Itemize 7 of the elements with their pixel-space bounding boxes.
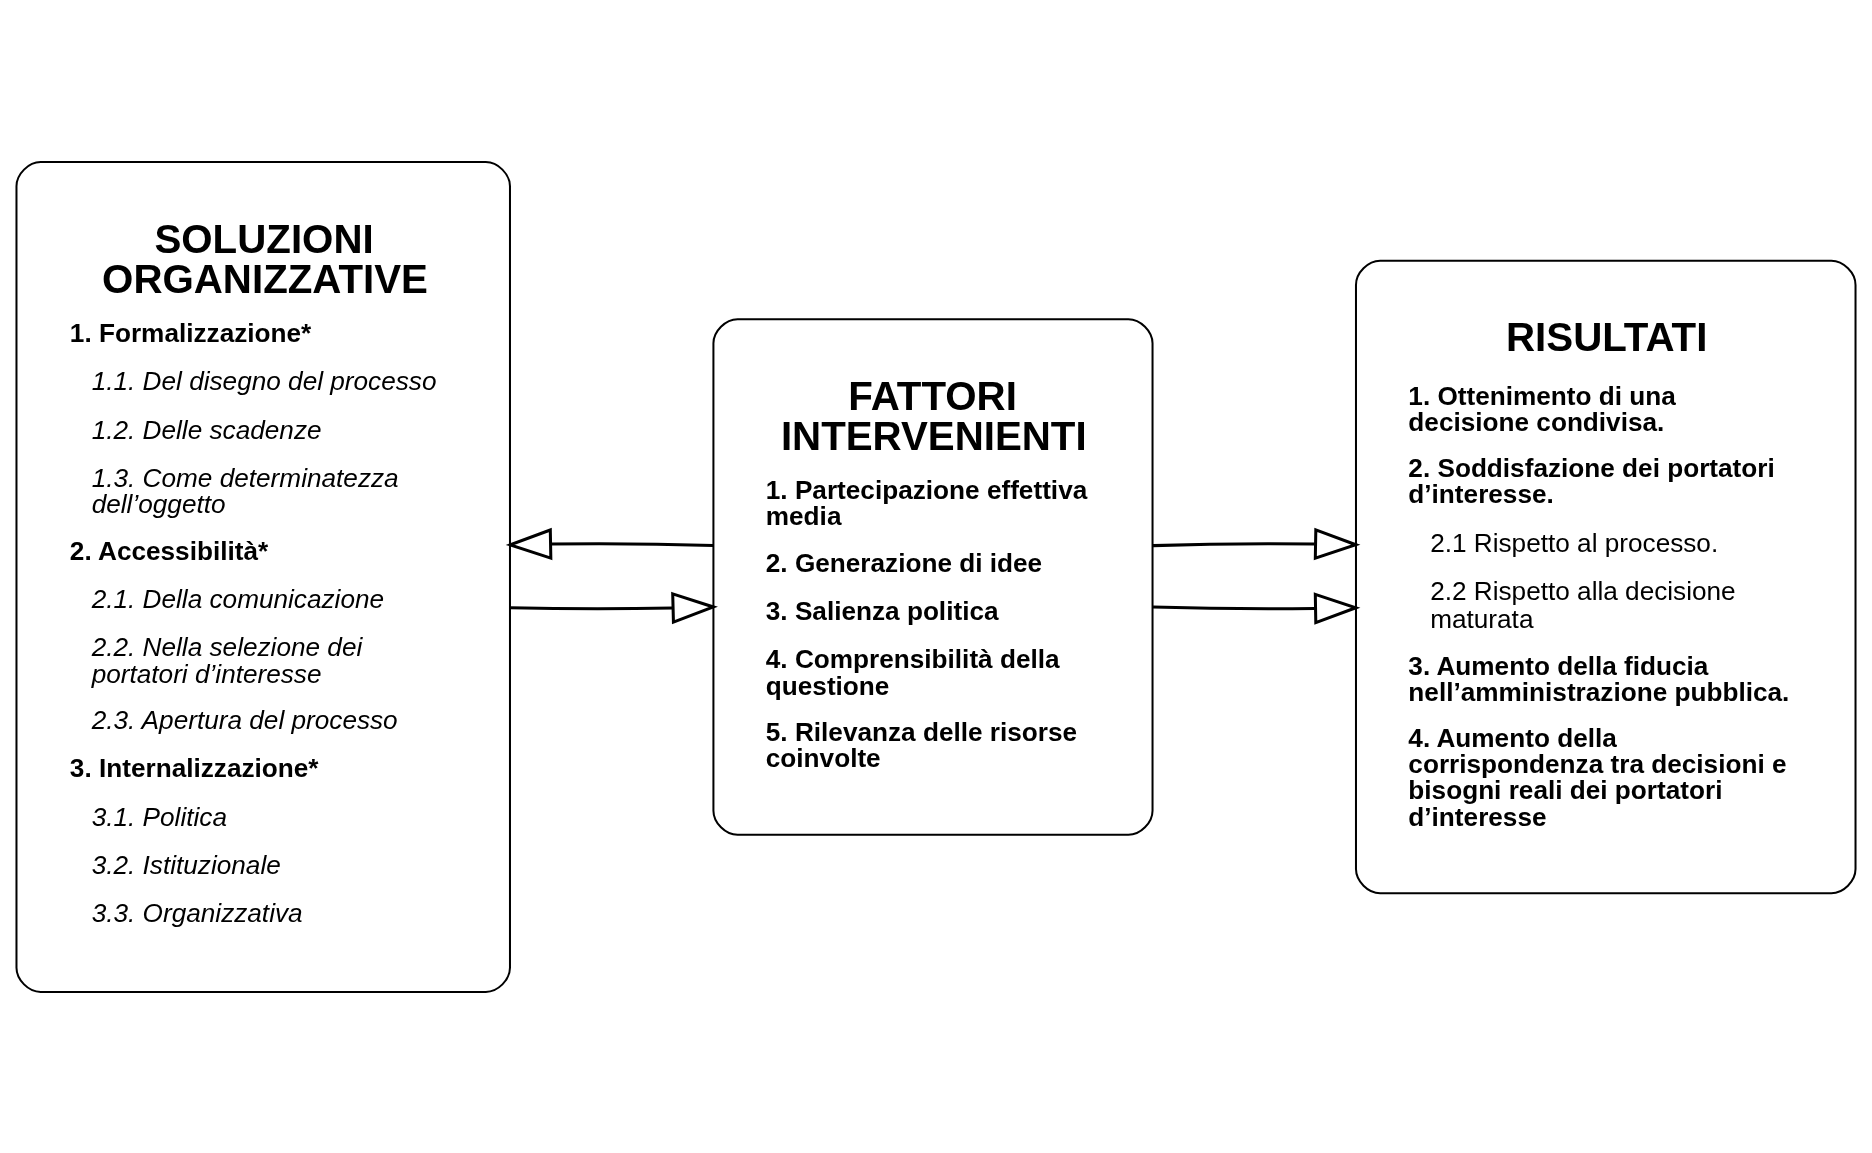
node-box: RISULTATI 1. Ottenimento di una decisione condivisa. 2. Soddisfazione dei portatori d’interesse. 2.1 Rispetto al processo. 2.2 Rispetto alla decisione maturata 3. Aumento della fiducia nell’amministrazione pubblica. 4. Aumento della corrispondenza tra decisioni e bisogni reali dei portatori d’interesse	[1354, 259, 1857, 894]
arrow	[1153, 591, 1361, 625]
arrow	[1153, 527, 1361, 560]
arrow	[510, 591, 718, 624]
node-box: SOLUZIONI ORGANIZZATIVE 1. Formalizzazione* 1.1. Del disegno del processo 1.2. Delle scadenze 1.3. Come determinatezza dell’oggetto 2. Accessibilità* 2.1. Della comunicazione 2.2. Nella selezione dei portatori d’interesse 2.3. Apertura del processo 3. Internalizzazione* 3.1. Politica 3.2. Istituzionale 3.3. Organizzativa	[15, 160, 511, 993]
node-box: FATTORI INTERVENIENTI 1. Partecipazione effettiva media 2. Generazione di idee 3. Salienza politica 4. Comprensibilità della questione 5. Rilevanza delle risorse coinvolte	[712, 317, 1154, 836]
arrow	[505, 527, 714, 560]
